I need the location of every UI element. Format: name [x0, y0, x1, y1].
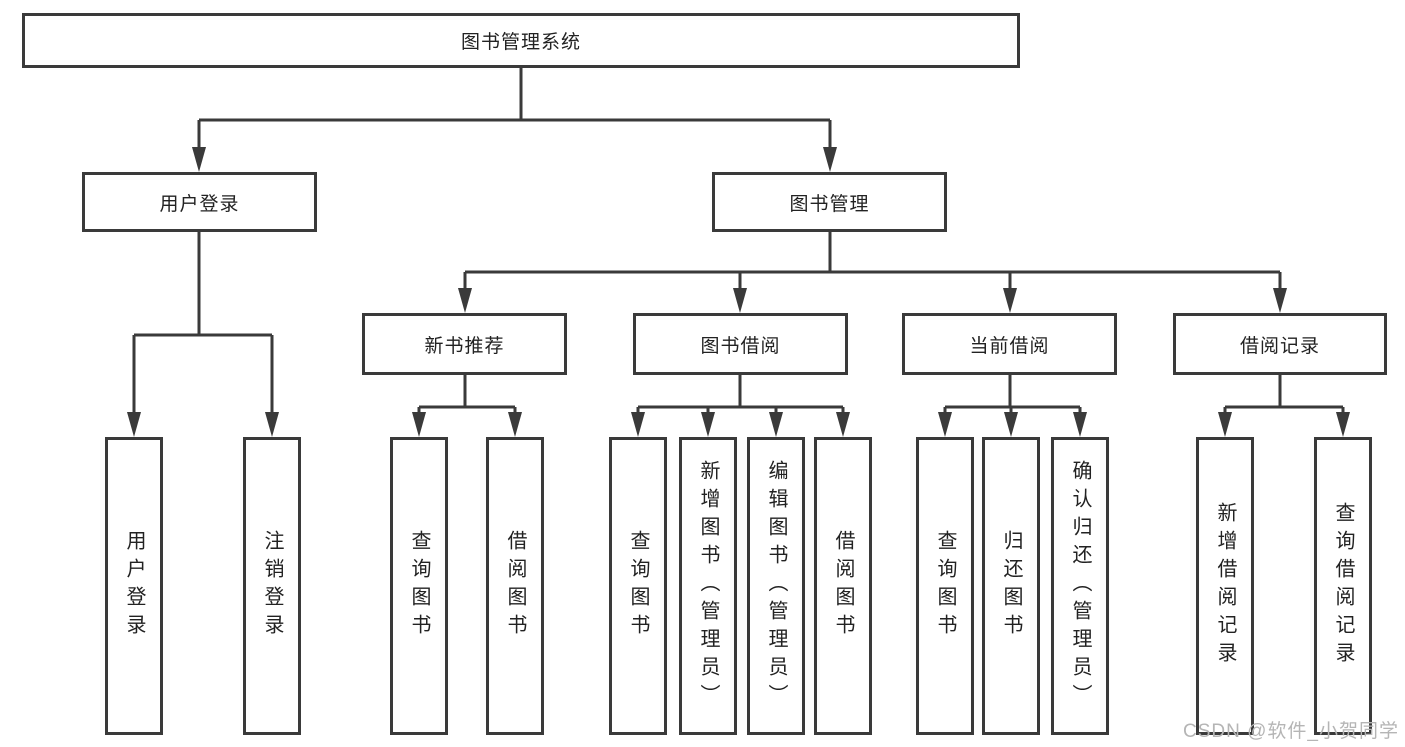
leaf-borrowing-add: 新增图书（管理员）	[679, 437, 737, 735]
node-book-management: 图书管理	[712, 172, 947, 232]
leaf-user-login: 用户登录	[105, 437, 163, 735]
leaf-user-login-label: 用户登录	[123, 530, 145, 642]
leaf-current-confirm-return: 确认归还（管理员）	[1051, 437, 1109, 735]
leaf-logout-label: 注销登录	[261, 530, 283, 642]
leaf-records-add-label: 新增借阅记录	[1214, 502, 1236, 670]
leaf-newbooks-borrow: 借阅图书	[486, 437, 544, 735]
node-root-label: 图书管理系统	[460, 32, 581, 53]
leaf-current-query-label: 查询图书	[934, 530, 956, 642]
leaf-newbooks-borrow-label: 借阅图书	[504, 530, 526, 642]
node-book-management-label: 图书管理	[789, 193, 870, 215]
leaf-borrowing-query-label: 查询图书	[627, 530, 649, 642]
node-book-borrowing: 图书借阅	[633, 313, 848, 375]
leaf-records-add: 新增借阅记录	[1196, 437, 1254, 735]
node-new-books-label: 新书推荐	[424, 335, 505, 357]
leaf-newbooks-query-label: 查询图书	[408, 530, 430, 642]
csdn-watermark: CSDN @软件_小贺同学	[1183, 721, 1399, 742]
leaf-logout: 注销登录	[243, 437, 301, 735]
node-user-login-label: 用户登录	[159, 193, 240, 215]
leaf-borrowing-edit-label: 编辑图书（管理员）	[765, 460, 787, 712]
node-root: 图书管理系统	[22, 13, 1020, 68]
node-user-login: 用户登录	[82, 172, 317, 232]
leaf-records-query-label: 查询借阅记录	[1332, 502, 1354, 670]
leaf-borrowing-borrow: 借阅图书	[814, 437, 872, 735]
leaf-borrowing-add-label: 新增图书（管理员）	[697, 460, 719, 712]
leaf-current-query: 查询图书	[916, 437, 974, 735]
node-book-borrowing-label: 图书借阅	[700, 335, 781, 357]
node-new-books: 新书推荐	[362, 313, 567, 375]
leaf-borrowing-edit: 编辑图书（管理员）	[747, 437, 805, 735]
leaf-current-return: 归还图书	[982, 437, 1040, 735]
leaf-borrowing-borrow-label: 借阅图书	[832, 530, 854, 642]
leaf-borrowing-query: 查询图书	[609, 437, 667, 735]
leaf-newbooks-query: 查询图书	[390, 437, 448, 735]
leaf-current-return-label: 归还图书	[1000, 530, 1022, 642]
node-borrow-records: 借阅记录	[1173, 313, 1387, 375]
leaf-records-query: 查询借阅记录	[1314, 437, 1372, 735]
node-current-borrowing-label: 当前借阅	[969, 335, 1050, 357]
node-current-borrowing: 当前借阅	[902, 313, 1117, 375]
node-borrow-records-label: 借阅记录	[1239, 335, 1320, 357]
leaf-current-confirm-return-label: 确认归还（管理员）	[1069, 460, 1091, 712]
